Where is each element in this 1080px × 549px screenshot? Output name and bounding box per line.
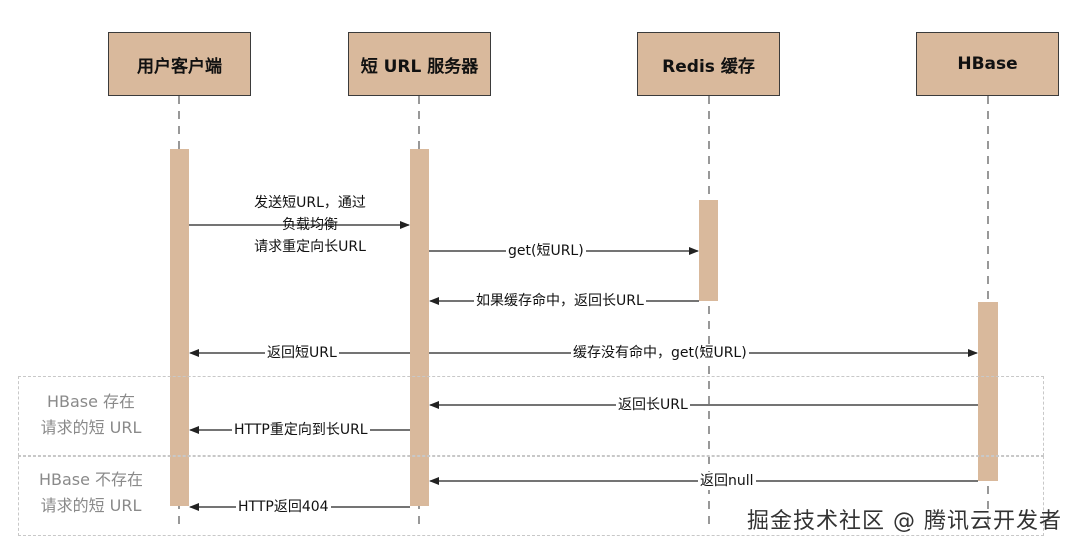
participant-client: 用户客户端	[108, 32, 251, 96]
participant-client-label: 用户客户端	[137, 56, 222, 77]
message-m4: 返回短URL	[265, 344, 339, 362]
message-m5: 缓存没有命中，get(短URL)	[571, 344, 749, 362]
message-m8: 返回null	[698, 472, 756, 490]
fragment-label-exists-line2: 请求的短 URL	[40, 418, 142, 437]
fragment-label-exists-line1: HBase 存在	[46, 392, 136, 411]
message-m2: get(短URL)	[506, 242, 586, 260]
message-m1-line1: 发送短URL，通过	[254, 195, 366, 211]
activation-hbase	[978, 302, 998, 481]
fragment-hbase-not-exists	[18, 456, 1044, 536]
message-m7: HTTP重定向到长URL	[232, 421, 370, 439]
message-m1: 发送短URL，通过 负载均衡 请求重定向长URL	[220, 192, 400, 258]
message-m1-line3: 请求重定向长URL	[254, 239, 366, 255]
activation-client	[170, 149, 189, 506]
message-m1-line2: 负载均衡	[282, 217, 338, 233]
participant-server: 短 URL 服务器	[348, 32, 491, 96]
watermark: 掘金技术社区 @ 腾讯云开发者	[747, 509, 1062, 534]
fragment-label-not-exists-line2: 请求的短 URL	[40, 496, 142, 515]
participant-redis-label: Redis 缓存	[662, 56, 755, 77]
participant-server-label: 短 URL 服务器	[360, 56, 479, 77]
message-m3: 如果缓存命中，返回长URL	[474, 292, 646, 310]
participant-redis: Redis 缓存	[637, 32, 780, 96]
activation-redis	[699, 200, 718, 301]
participant-hbase: HBase	[916, 32, 1059, 96]
fragment-label-not-exists-line1: HBase 不存在	[38, 470, 144, 489]
activation-server	[410, 149, 429, 506]
fragment-label-exists: HBase 存在 请求的短 URL	[26, 389, 156, 441]
message-m6: 返回长URL	[616, 396, 690, 414]
fragment-hbase-exists	[18, 376, 1044, 456]
participant-hbase-label: HBase	[957, 54, 1018, 74]
message-m9: HTTP返回404	[236, 498, 331, 516]
fragment-label-not-exists: HBase 不存在 请求的短 URL	[26, 467, 156, 519]
